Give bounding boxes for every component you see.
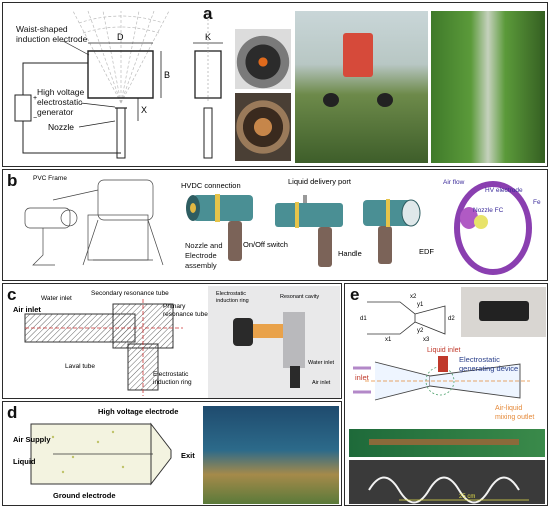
outlet-label: Air-liquid mixing outlet [495, 405, 534, 421]
panel-e-root-photo [349, 429, 545, 457]
liquid-label: Liquid [13, 457, 36, 466]
panel-b: b PVC Frame HVDC connection Nozzle and E… [2, 169, 548, 281]
panel-e-letter: e [350, 285, 360, 304]
nozzle-fc-label: Nozzle FC [473, 207, 504, 214]
panel-e-drawing: d1 d2 x1 x2 x3 y1 y2 Liquid inlet Electr… [353, 294, 534, 421]
hv-electrode-label-d: High voltage electrode [98, 407, 178, 416]
edf-label: EDF [419, 247, 434, 256]
greenhouse-photo-2 [431, 11, 545, 163]
y1-label: y1 [417, 302, 424, 308]
air-inlet-label: Air inlet [13, 305, 41, 314]
air-flow-label: Air flow [443, 179, 465, 186]
panel-b-drawing: PVC Frame HVDC connection Nozzle and Ele… [24, 175, 541, 275]
water-inlet-label: Water inlet [41, 295, 72, 302]
liquid-inlet-label: Liquid inlet [427, 347, 461, 354]
air-supply-label: Air Supply [13, 435, 51, 444]
pvc-frame-label: PVC Frame [33, 175, 67, 182]
nozzle-photo-top [235, 29, 291, 89]
x1-label: x1 [385, 337, 392, 343]
nozzle-assembly-label: Nozzle and Electrode assembly [185, 241, 225, 270]
dim-d-label: D [117, 32, 124, 42]
x2-label: x2 [410, 294, 417, 300]
panel-a-schematic: D B X + − Waist-shaped induction electro… [14, 10, 223, 159]
induction-ring-label: Electrostatic induction ring [153, 371, 192, 386]
primary-tube-label: Primary resonance tube [163, 303, 208, 318]
device-label: Electrostatic generating device [459, 355, 518, 373]
photo-ring-label: Electrostatic induction ring [216, 291, 249, 304]
spiral-drawing: 25 cm [368, 476, 529, 504]
panel-a: a D B X + − Waist-shaped induc [2, 2, 548, 167]
panel-d-photo [203, 406, 339, 504]
y2-label: y2 [417, 328, 424, 334]
panel-b-letter: b [7, 171, 18, 190]
nozzle-label: Nozzle [48, 122, 74, 132]
panel-a-letter: a [203, 4, 213, 23]
electrode-label: Waist-shaped induction electrode [16, 24, 88, 44]
photo-air-label: Air inlet [312, 380, 331, 386]
d2-label: d2 [448, 316, 455, 322]
nozzle-photo-bottom [235, 93, 291, 161]
panel-c: c Water inlet Secondary resonance tube P… [2, 283, 342, 399]
panel-e: e d1 d2 x1 x2 x3 y1 y2 Liquid inlet Elec… [344, 283, 548, 506]
dim-b-label: B [164, 70, 170, 80]
scale-label: 25 cm [459, 494, 475, 500]
svg-text:+: + [33, 95, 37, 102]
handle-label: Handle [338, 249, 362, 258]
svg-text:−: − [33, 115, 37, 122]
panel-e-spiral-photo: 25 cm [349, 460, 545, 504]
exit-label: Exit [181, 451, 195, 460]
laval-tube-label: Laval tube [65, 363, 95, 370]
ground-electrode-label: Ground electrode [53, 491, 116, 500]
dim-x-label: X [141, 105, 147, 115]
panel-d-drawing: High voltage electrode Air Supply Liquid… [13, 407, 195, 500]
panel-c-letter: c [7, 285, 17, 304]
inlet-label: inlet [355, 373, 370, 382]
photo-water-label: Water inlet [308, 360, 335, 366]
fe-label: Fe [533, 199, 541, 206]
greenhouse-photo-1 [295, 11, 428, 163]
panel-e-device-photo [461, 287, 546, 337]
x3-label: x3 [423, 337, 430, 343]
panel-c-photo [208, 286, 340, 398]
panel-d: d High voltage electrode Air Supply Liqu… [2, 401, 342, 506]
panel-c-drawing: Water inlet Secondary resonance tube Pri… [13, 290, 208, 396]
generator-label: High voltage electrostatic generator [37, 87, 87, 117]
liquid-port-label: Liquid delivery port [288, 177, 352, 186]
secondary-tube-label: Secondary resonance tube [91, 290, 169, 297]
onoff-label: On/Off switch [243, 240, 288, 249]
panel-c-photo-labels: Electrostatic induction ring Resonant ca… [216, 291, 335, 386]
hv-electrode-label: HV electrode [485, 187, 523, 194]
hvdc-label: HVDC connection [181, 181, 241, 190]
cavity-label: Resonant cavity [280, 294, 319, 300]
d1-label: d1 [360, 316, 367, 322]
panel-d-letter: d [7, 403, 18, 422]
